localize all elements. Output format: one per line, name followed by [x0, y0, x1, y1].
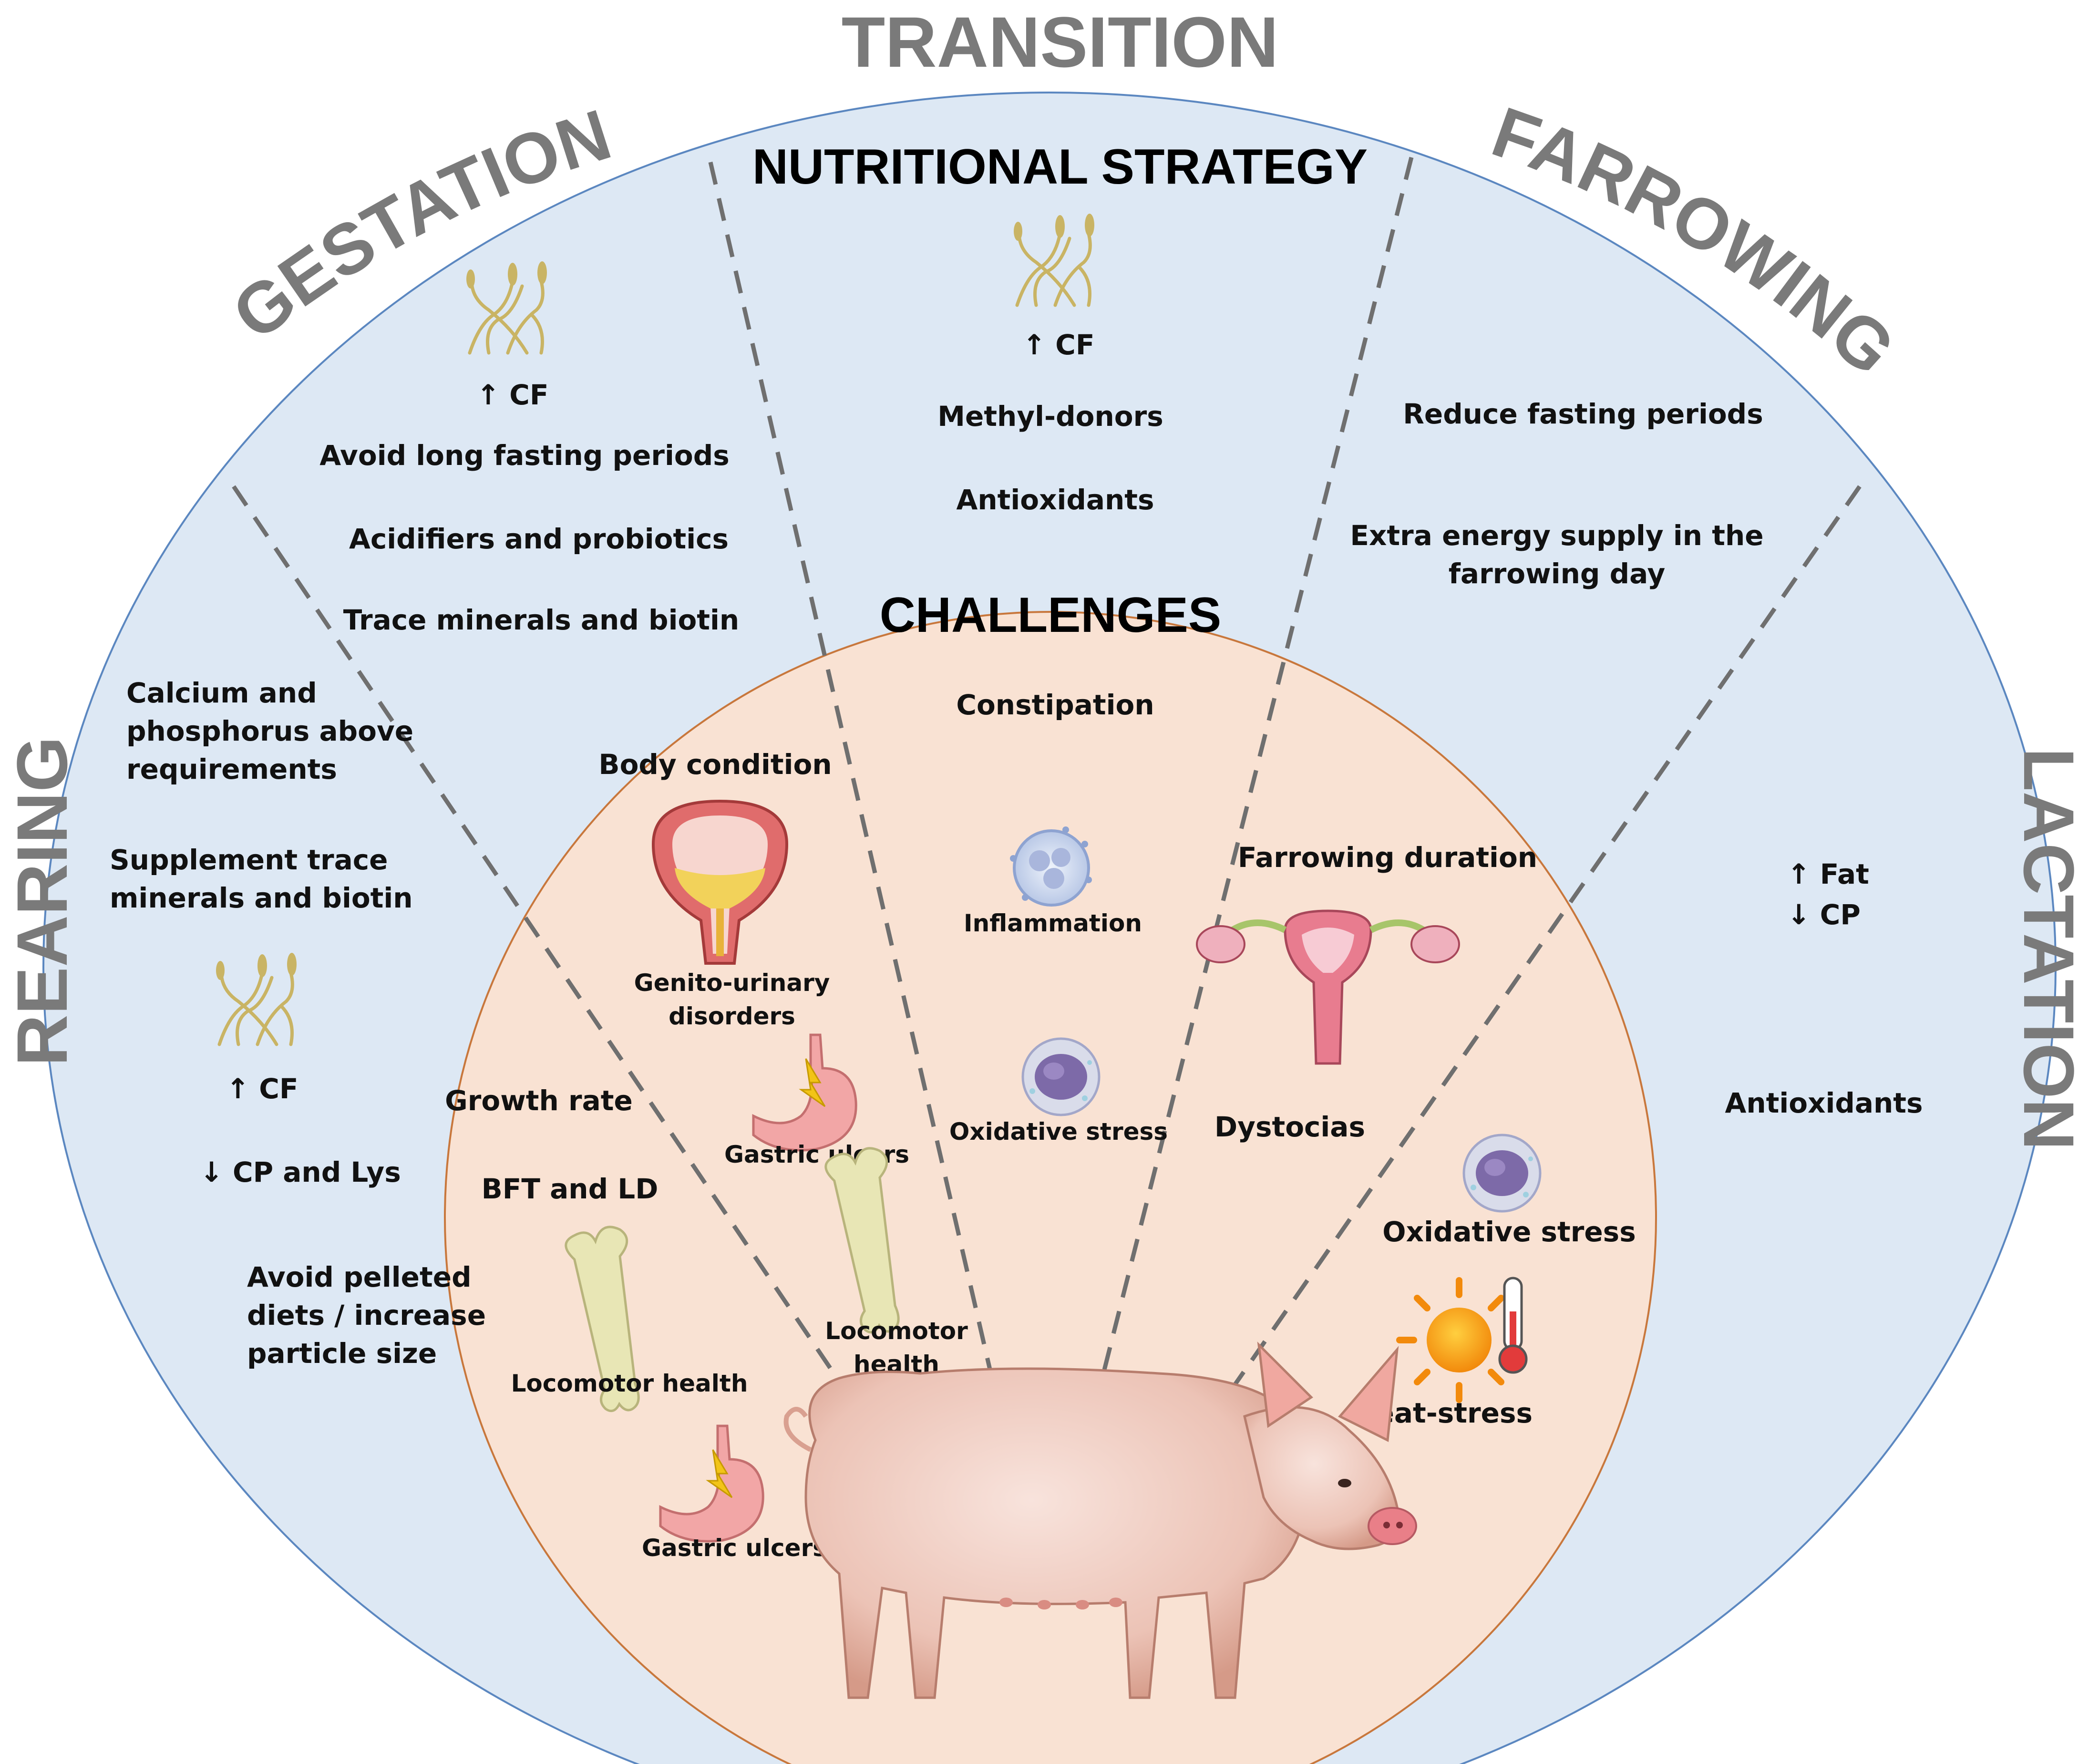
farrowing-item: farrowing day — [1449, 557, 1666, 590]
challenge-growth-rate: Growth rate — [445, 1084, 633, 1117]
transition-item: Antioxidants — [956, 484, 1154, 516]
challenge-genito-urinary-line: disorders — [669, 1002, 795, 1030]
rearing-pellet-line: Avoid pelleted — [247, 1261, 472, 1293]
stomach-ulcer-icon — [752, 1033, 857, 1152]
challenge-bft-ld: BFT and LD — [482, 1173, 659, 1205]
challenges-title: CHALLENGES — [880, 588, 1221, 643]
fiber-grass-icon — [466, 261, 547, 355]
challenge-oxidative-stress-right: Oxidative stress — [1382, 1216, 1636, 1248]
stomach-ulcer-icon — [659, 1424, 764, 1543]
bone-icon — [824, 1147, 900, 1334]
gestation-cf: ↑ CF — [477, 379, 549, 411]
inflammation-cell-icon — [1010, 826, 1092, 907]
challenge-locomotor-health-mid-line: Locomotor — [825, 1317, 968, 1345]
fiber-grass-icon — [1014, 214, 1094, 307]
challenge-body-condition: Body condition — [598, 748, 832, 781]
challenge-genito-urinary-line: Genito-urinary — [634, 969, 830, 997]
farrowing-item: Reduce fasting periods — [1403, 398, 1763, 430]
rearing-calcium-line: phosphorus above — [126, 715, 413, 747]
oxidative-stress-cell-icon — [1462, 1134, 1542, 1213]
divider-gestation-transition — [708, 161, 1004, 1420]
lactation-antioxidants: Antioxidants — [1725, 1087, 1923, 1119]
lactation-fat: ↑ Fat — [1787, 858, 1869, 890]
divider-farrowing-lactation — [1209, 485, 1862, 1420]
challenge-constipation: Constipation — [956, 689, 1154, 721]
phase-transition-header: TRANSITION — [842, 2, 1279, 82]
bone-icon — [565, 1226, 640, 1413]
challenge-locomotor-health-left: Locomotor health — [511, 1370, 748, 1397]
gestation-item: Acidifiers and probiotics — [349, 523, 729, 555]
rearing-pellet-line: particle size — [247, 1337, 437, 1370]
bladder-icon — [651, 799, 789, 965]
lactation-cp: ↓ CP — [1787, 898, 1861, 931]
challenge-oxidative-stress-center: Oxidative stress — [949, 1118, 1168, 1145]
rearing-trace-line: Supplement trace — [110, 844, 388, 876]
phase-rearing-header: REARING — [2, 736, 82, 1066]
challenge-dystocias: Dystocias — [1214, 1111, 1365, 1143]
farrowing-item: Extra energy supply in the — [1350, 519, 1763, 552]
rearing-calcium-line: requirements — [126, 753, 337, 785]
gestation-item: Trace minerals and biotin — [343, 604, 739, 636]
rearing-pellet-line: diets / increase — [247, 1299, 486, 1331]
phase-dividers — [232, 156, 1862, 1432]
transition-cf: ↑ CF — [1023, 329, 1095, 361]
uterus-icon — [1196, 909, 1460, 1065]
phase-lactation-header: LACTATION — [2009, 748, 2089, 1150]
divider-transition-farrowing — [1090, 156, 1414, 1420]
nutritional-strategy-title: NUTRITIONAL STRATEGY — [752, 139, 1368, 195]
rearing-calcium-line: Calcium and — [126, 677, 317, 709]
challenge-inflammation: Inflammation — [964, 909, 1142, 937]
sow-illustration — [783, 1341, 1417, 1699]
divider-rearing-gestation — [232, 485, 875, 1432]
rearing-cp-lys: ↓ CP and Lys — [200, 1156, 401, 1188]
heat-stress-icon — [1396, 1277, 1528, 1403]
gestation-item: Avoid long fasting periods — [319, 439, 730, 472]
rearing-cf: ↑ CF — [226, 1073, 298, 1105]
transition-item: Methyl-donors — [937, 400, 1163, 433]
rearing-trace-line: minerals and biotin — [110, 882, 413, 914]
challenge-gastric-ulcers-bottom: Gastric ulcers — [642, 1534, 827, 1562]
challenge-farrowing-duration: Farrowing duration — [1238, 841, 1537, 874]
fiber-grass-icon — [216, 953, 297, 1046]
oxidative-stress-cell-icon — [1021, 1037, 1101, 1116]
